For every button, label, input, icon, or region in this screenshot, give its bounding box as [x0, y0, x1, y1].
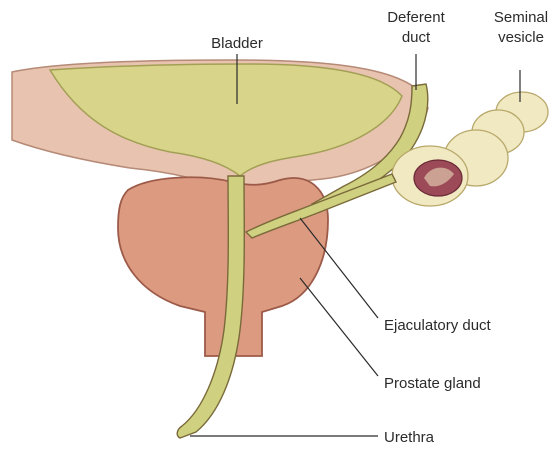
prostate-gland-label: Prostate gland — [384, 375, 481, 392]
prostate-gland — [118, 177, 328, 356]
deferent-duct-label-line1: Deferent — [387, 9, 445, 26]
seminal-vesicle-label-line2: vesicle — [498, 29, 544, 46]
ejaculatory-duct-label: Ejaculatory duct — [384, 317, 492, 334]
seminal-vesicle-label-line1: Seminal — [494, 9, 548, 26]
prostate-gland-leader — [300, 278, 378, 376]
bladder-label: Bladder — [211, 35, 263, 52]
deferent-duct-label-line2: duct — [402, 29, 431, 46]
urethra-label: Urethra — [384, 429, 435, 446]
